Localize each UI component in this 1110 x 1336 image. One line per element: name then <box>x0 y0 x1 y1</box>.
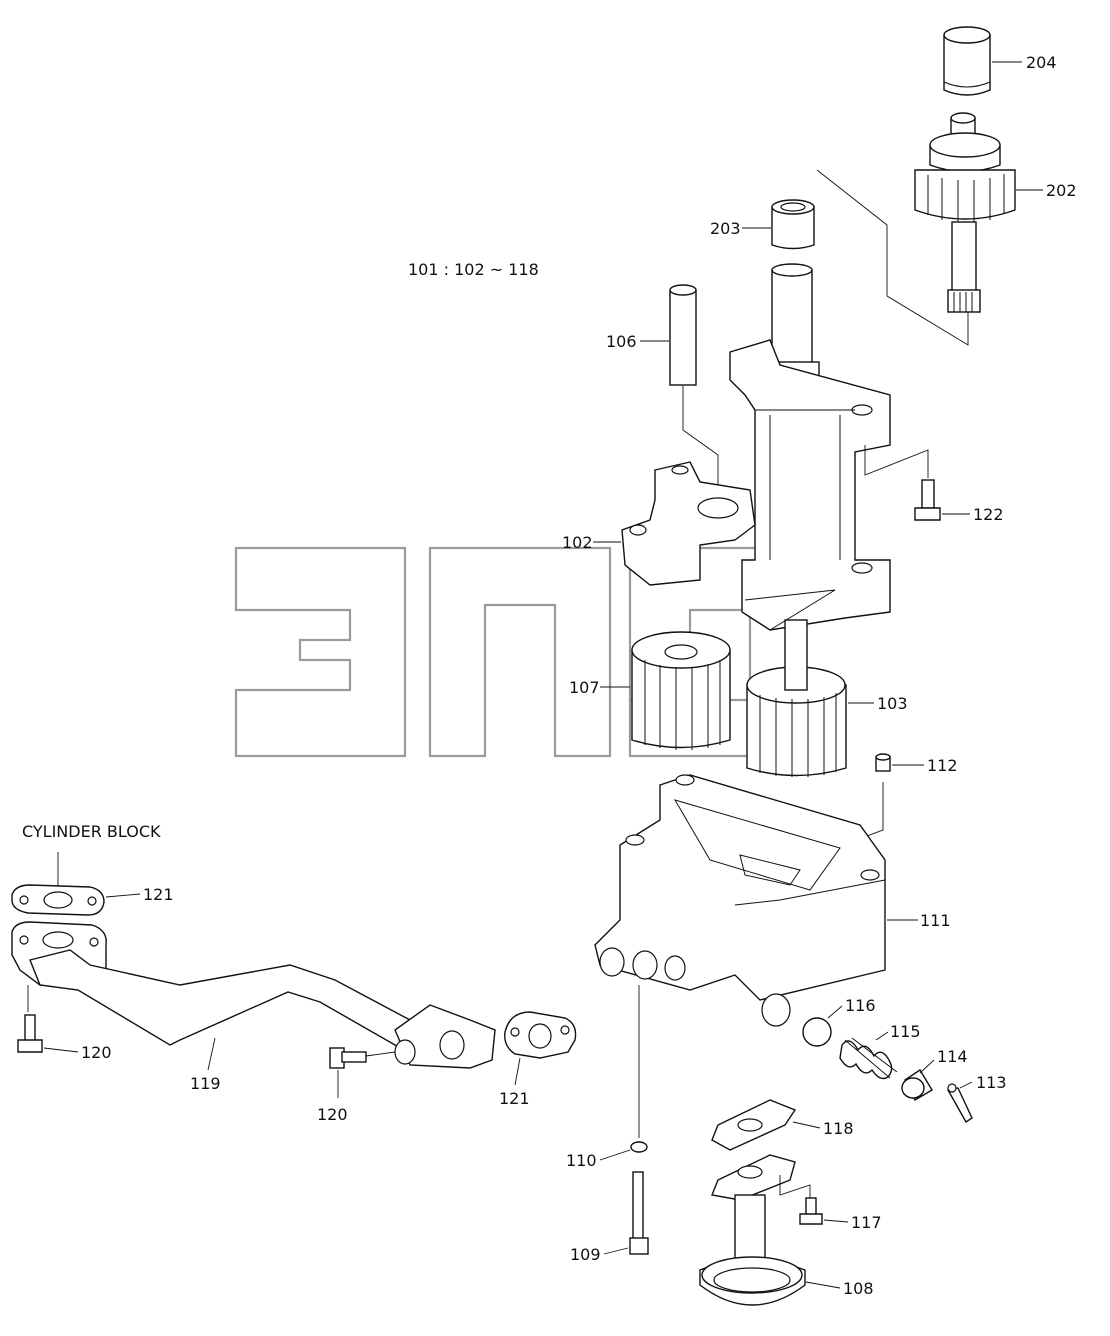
part-103-drive-gear <box>746 619 847 777</box>
part-109-bolt <box>629 1171 649 1255</box>
callout-117: 117 <box>851 1213 882 1232</box>
callout-107: 107 <box>569 678 600 697</box>
callout-114: 114 <box>937 1047 968 1066</box>
part-112-plug <box>875 753 891 772</box>
callout-115: 115 <box>890 1022 921 1041</box>
part-111-pump-body <box>594 774 886 1027</box>
callout-118: 118 <box>823 1119 854 1138</box>
callout-116: 116 <box>845 996 876 1015</box>
part-202-drive-gear-shaft <box>914 112 1016 313</box>
callout-121-upper: 121 <box>143 885 174 904</box>
part-117-bolt <box>799 1197 823 1225</box>
callout-109: 109 <box>570 1245 601 1264</box>
part-110-washer <box>630 1141 648 1153</box>
part-pump-cover-with-shaft <box>729 263 891 631</box>
cylinder-block-label: CYLINDER BLOCK <box>22 822 161 841</box>
callout-203: 203 <box>710 219 741 238</box>
assembly-note: 101 : 102 ~ 118 <box>408 260 539 279</box>
part-119-oil-pipe <box>11 921 496 1069</box>
part-106-pin <box>669 284 697 386</box>
part-116-ball <box>802 1017 832 1047</box>
callout-119: 119 <box>190 1074 221 1093</box>
part-120-bolt-left <box>17 1014 43 1053</box>
callout-106: 106 <box>606 332 637 351</box>
part-204-sleeve <box>943 26 991 96</box>
callout-103: 103 <box>877 694 908 713</box>
callout-112: 112 <box>927 756 958 775</box>
callout-121-lower: 121 <box>499 1089 530 1108</box>
callout-113: 113 <box>976 1073 1007 1092</box>
callout-120-left: 120 <box>81 1043 112 1062</box>
part-113-split-pin <box>946 1083 973 1124</box>
part-108-strainer <box>699 1154 806 1306</box>
part-121-gasket-lower <box>504 1011 577 1059</box>
part-121-gasket-upper <box>11 884 105 916</box>
part-122-bolt <box>914 479 941 521</box>
callout-204: 204 <box>1026 53 1057 72</box>
part-203-coupling <box>771 199 815 250</box>
callout-122: 122 <box>973 505 1004 524</box>
callout-111: 111 <box>920 911 951 930</box>
callout-202: 202 <box>1046 181 1077 200</box>
callout-102: 102 <box>562 533 593 552</box>
part-102-plate <box>621 461 756 586</box>
part-114-cap <box>901 1069 933 1101</box>
part-118-gasket <box>711 1099 797 1151</box>
part-107-idler-gear <box>631 631 731 750</box>
part-115-spring <box>839 1037 898 1080</box>
part-120-bolt-right <box>329 1047 367 1069</box>
callout-108: 108 <box>843 1279 874 1298</box>
callout-120-right: 120 <box>317 1105 348 1124</box>
callout-labels: 204 202 203 106 122 102 107 103 112 111 … <box>81 53 1077 1298</box>
callout-110: 110 <box>566 1151 597 1170</box>
